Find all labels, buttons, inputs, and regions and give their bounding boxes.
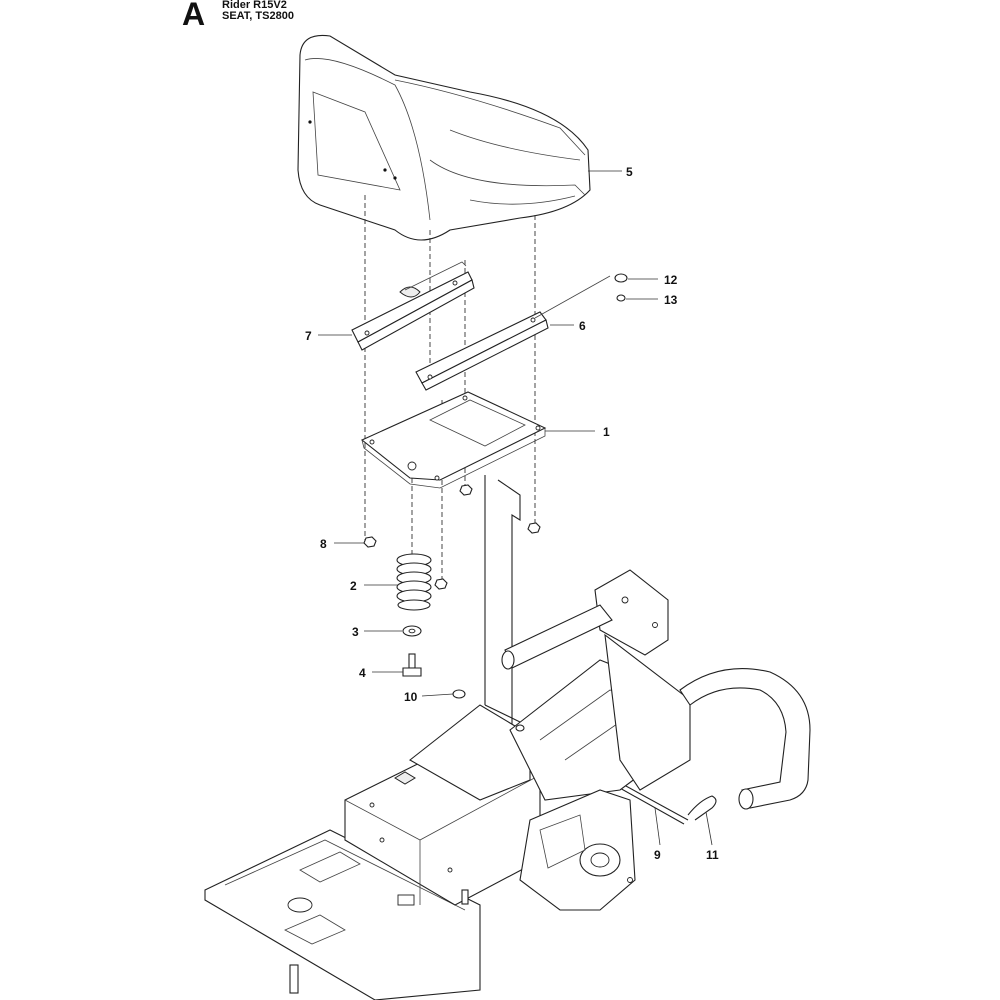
callout-12: 12 — [664, 273, 678, 287]
seat-rail-left-part[interactable] — [351, 261, 475, 351]
callout-10: 10 — [404, 690, 418, 704]
callout-7: 7 — [305, 329, 312, 343]
seat-rail-right-part[interactable] — [415, 311, 549, 391]
model-title: Rider R15V2 — [222, 0, 287, 11]
spring-part[interactable] — [396, 553, 432, 611]
hair-pin-part[interactable] — [687, 795, 717, 821]
callout-2: 2 — [350, 579, 357, 593]
chassis-frame — [204, 569, 811, 1000]
small-screw-part[interactable] — [616, 294, 626, 302]
section-letter: A — [182, 0, 206, 32]
clip-part[interactable] — [452, 689, 466, 699]
diagram-subtitle: SEAT, TS2800 — [222, 10, 294, 22]
washer-part[interactable] — [402, 625, 422, 637]
callout-13: 13 — [664, 293, 678, 307]
callout-4: 4 — [359, 666, 366, 680]
callout-9: 9 — [654, 848, 661, 862]
callout-6: 6 — [579, 319, 586, 333]
callout-8: 8 — [320, 537, 327, 551]
callout-11: 11 — [706, 848, 719, 862]
seat-part[interactable] — [297, 34, 591, 241]
nut-part[interactable] — [363, 484, 541, 590]
callout-5: 5 — [626, 165, 633, 179]
small-washer-part[interactable] — [614, 273, 628, 283]
callout-leaders — [318, 170, 713, 846]
seat-plate-part[interactable] — [360, 391, 547, 489]
bolt-part[interactable] — [402, 653, 422, 677]
callout-3: 3 — [352, 625, 359, 639]
callout-1: 1 — [603, 425, 610, 439]
